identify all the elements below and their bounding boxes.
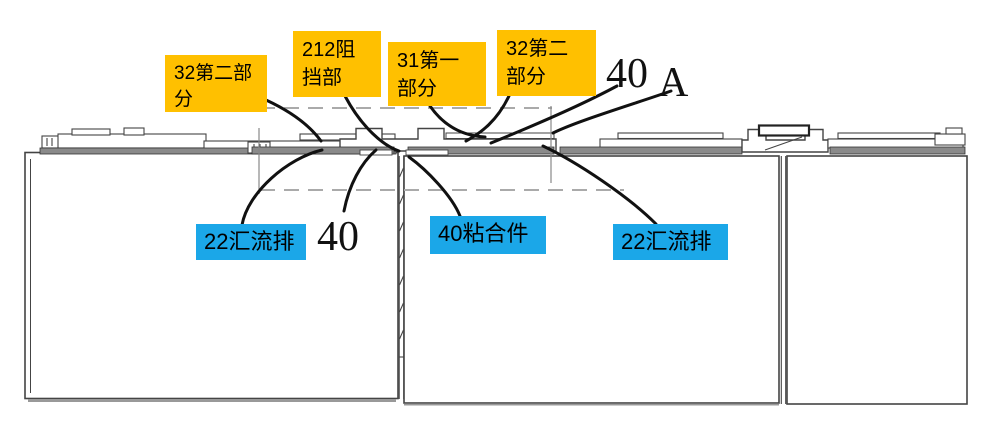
cell-seam-right <box>780 156 787 404</box>
leader-lines <box>240 84 673 227</box>
figure-ref-40-top: 40 <box>606 51 648 97</box>
leader-ref-A <box>551 89 673 135</box>
callout-part-31: 31第一部分 <box>388 42 486 106</box>
callout-adhesive-40: 40粘合件 <box>430 216 546 254</box>
battery-cell-left <box>24 151 399 402</box>
terminal-assembly-right <box>827 127 966 155</box>
figure-ref-40-mid: 40 <box>317 214 359 260</box>
busbar-bridge-right <box>741 124 829 153</box>
callout-busbar-left: 22汇流排 <box>196 224 306 260</box>
leader-part-32-right <box>464 94 511 143</box>
leader-ref-40-mid <box>342 148 378 213</box>
callout-part-212: 212阻挡部 <box>293 31 381 97</box>
leader-busbar-right <box>541 144 658 226</box>
leader-part-32-left <box>264 98 323 143</box>
leader-part-212 <box>343 94 401 153</box>
leader-adhesive-40 <box>407 155 462 218</box>
callout-part-32-right: 32第二部分 <box>497 30 596 96</box>
leader-part-31 <box>428 104 487 139</box>
battery-cell-middle <box>403 155 780 406</box>
callout-part-32-left: 32第二部分 <box>165 55 267 112</box>
leader-busbar-left <box>240 148 324 227</box>
terminal-assembly-middle <box>559 132 743 155</box>
battery-cell-right <box>786 155 968 405</box>
figure-ref-A: A <box>658 60 689 106</box>
leader-ref-40-top <box>489 84 619 145</box>
cell-seam-left <box>398 156 405 399</box>
callout-busbar-right: 22汇流排 <box>613 224 728 260</box>
